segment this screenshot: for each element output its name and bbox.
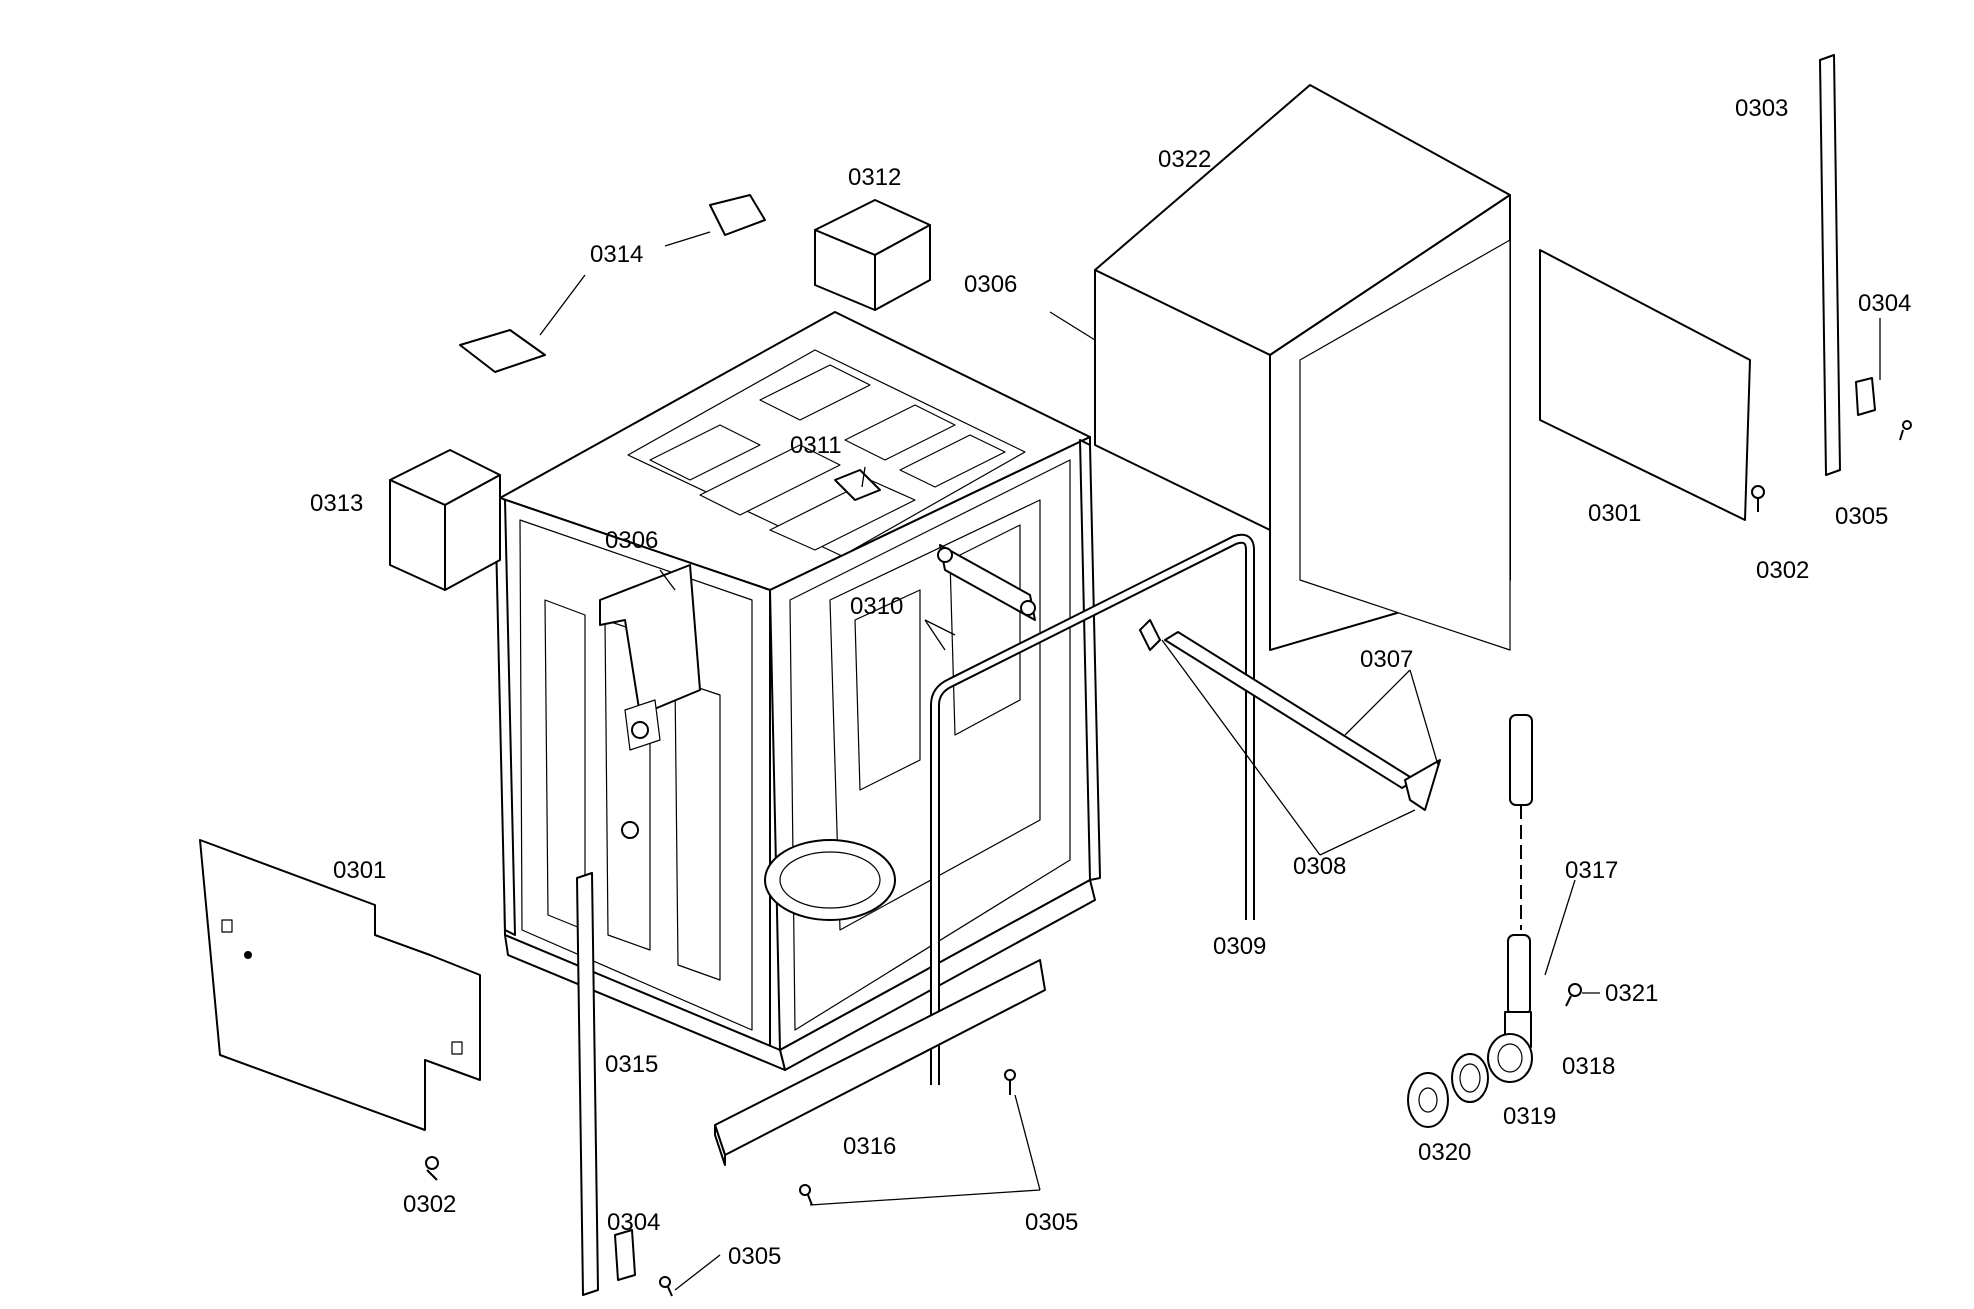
hinge-bracket-right: [814, 199, 931, 311]
callout-0303: 0303: [1735, 95, 1788, 122]
fill-hose: [1507, 714, 1533, 1016]
strip-clip-bottom: [614, 1229, 636, 1281]
callout-0315: 0315: [605, 1051, 658, 1078]
door-rail: [1139, 619, 1441, 811]
callout-0301-right: 0301: [1588, 500, 1641, 527]
callout-0301-left: 0301: [333, 857, 386, 884]
screw-0305-right: [1899, 420, 1912, 441]
callout-0314: 0314: [590, 241, 643, 268]
screw-0305-b: [799, 1184, 813, 1206]
mounting-plate-top: [709, 194, 766, 236]
callout-0312: 0312: [848, 164, 901, 191]
callout-0305-right: 0305: [1835, 503, 1888, 530]
callout-0316: 0316: [843, 1133, 896, 1160]
screw-0321: [1565, 983, 1582, 1007]
screw-0302-right: [1751, 485, 1765, 512]
screw-0305-c: [659, 1276, 673, 1297]
base-rail: [714, 959, 1046, 1166]
hinge-bracket-left: [389, 449, 501, 591]
side-panel-left: [199, 839, 481, 1131]
elbow-fitting: [1487, 1011, 1533, 1083]
callout-0319: 0319: [1503, 1103, 1556, 1130]
callout-0317: 0317: [1565, 857, 1618, 884]
mounting-plate-bottom: [459, 329, 546, 373]
gasket-ring: [1451, 1053, 1489, 1103]
callout-0306-top: 0306: [964, 271, 1017, 298]
callout-0313: 0313: [310, 490, 363, 517]
callout-0311: 0311: [790, 432, 842, 459]
callout-0310: 0310: [850, 593, 903, 620]
callout-0307: 0307: [1360, 646, 1413, 673]
nut-ring: [1407, 1072, 1449, 1128]
callout-0321: 0321: [1605, 980, 1658, 1007]
door-seal: [930, 533, 1255, 1085]
strip-clip-right: [1855, 377, 1876, 416]
callout-0305-left: 0305: [728, 1243, 781, 1270]
callout-0322: 0322: [1158, 146, 1211, 173]
screw-0305-a: [1004, 1069, 1016, 1095]
callout-0306-mid: 0306: [605, 527, 658, 554]
callout-0308: 0308: [1293, 853, 1346, 880]
screw-0302-left: [425, 1156, 439, 1181]
callout-0302-right: 0302: [1756, 557, 1809, 584]
side-strip-left: [576, 872, 599, 1296]
side-strip-right: [1819, 54, 1841, 476]
leader-lines: [539, 231, 1881, 1291]
callout-0318: 0318: [1562, 1053, 1615, 1080]
callout-0302-left: 0302: [403, 1191, 456, 1218]
insulation-cover: [1094, 84, 1751, 651]
callout-0320: 0320: [1418, 1139, 1471, 1166]
callout-0304-bottom: 0304: [607, 1209, 660, 1236]
callout-0309: 0309: [1213, 933, 1266, 960]
callout-0305-bottom: 0305: [1025, 1209, 1078, 1236]
callout-0304-right: 0304: [1858, 290, 1911, 317]
